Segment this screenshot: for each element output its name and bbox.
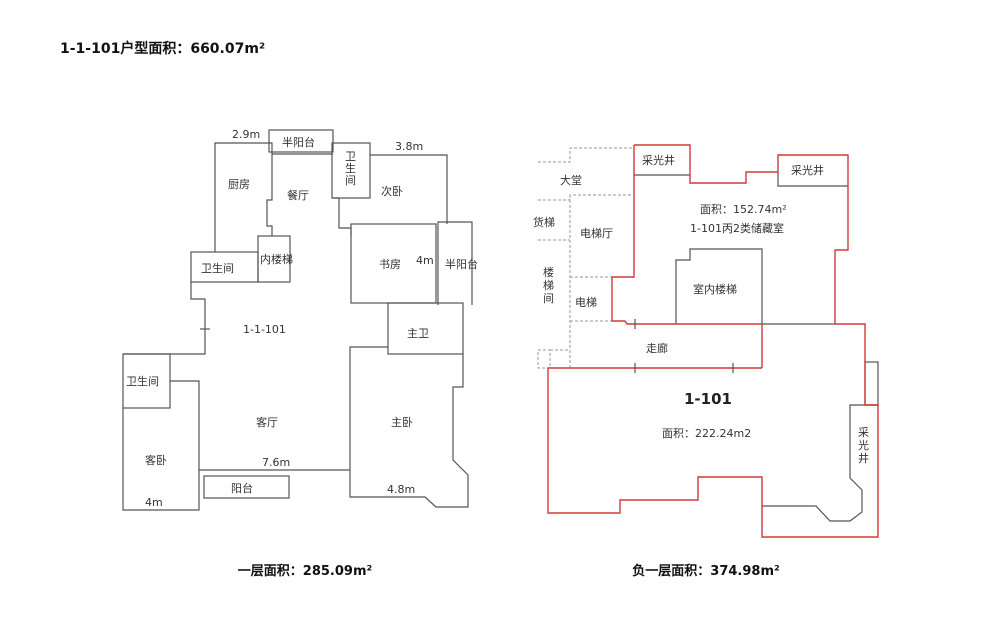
room-label-indoor-stairs: 室内楼梯 [693,282,737,296]
dimension-label: 2.9m [232,128,260,141]
unit-label: 1-1-101 [243,323,286,336]
room-label-freight-elevator: 货梯 [533,215,555,229]
room-label-study: 书房 [379,258,401,271]
room-label-half-balcony-right: 半阳台 [445,257,478,271]
room-label-inner-stairs: 内楼梯 [260,252,293,266]
room-label-bath-left: 卫生间 [201,261,234,275]
room-label-skylight: 采光井 [642,153,675,167]
room-label-lobby: 大堂 [560,173,582,187]
balcony-room [203,475,290,499]
dimension-label: 4m [145,496,163,509]
room-label-half-balcony: 半阳台 [282,135,315,149]
storage-name-label: 1-101丙2类储藏室 [690,221,784,235]
room-label-kitchen: 厨房 [228,178,250,191]
dimension-label: 4.8m [387,483,415,496]
page-title: 1-1-101户型面积：660.07m² [60,40,265,57]
storage-outline [634,144,849,324]
basement-unit-label: 1-101 [684,390,732,408]
dimension-label: 7.6m [262,456,290,469]
half-balcony-top [268,129,334,153]
first-floor-area-caption: 一层面积：285.09m² [238,563,372,579]
inner-stairs-room [257,235,291,283]
basement-shared-dashed [537,147,634,369]
room-label-elevator-hall: 电梯厅 [580,227,613,240]
room-label-elevator: 电梯 [575,296,597,309]
basement-unit-area: 面积：222.24m2 [662,427,751,440]
room-label-skylight: 采光井 [791,163,824,177]
room-label-skylight: 光 [858,438,869,452]
room-label-second-bedroom: 次卧 [381,184,403,198]
room-label-dining: 餐厅 [287,188,309,202]
room-label-bath-guest: 卫生间 [126,374,159,388]
room-label-stairwell: 楼 [543,265,554,279]
room-label-balcony: 阳台 [231,481,253,495]
master-bath-room [387,302,464,355]
unit-outline [547,323,879,538]
dimension-label: 4m [416,254,434,267]
storage-area-label: 面积：152.74m² [700,203,787,216]
room-label-bath: 间 [345,174,356,187]
room-label-bath: 卫 [345,150,356,163]
room-label-corridor: 走廊 [646,341,668,355]
dimension-label: 3.8m [395,140,423,153]
room-label-master-bedroom: 主卧 [391,416,413,429]
room-label-bath: 生 [345,161,356,175]
room-label-stairwell: 梯 [543,279,554,292]
basement-area-caption: 负一层面积：374.98m² [632,563,779,579]
room-label-skylight: 采 [858,426,869,439]
room-label-stairwell: 间 [543,292,554,305]
first-floor-walls [122,129,473,511]
room-label-skylight: 井 [858,451,869,465]
basement-plan: 采光井 采光井 大堂 货梯 电梯厅 楼 梯 间 电梯 面积：152.74m² 1… [533,144,879,579]
bath-top-room [331,142,371,199]
room-label-guest-bedroom: 客卧 [145,453,167,467]
room-label-living: 客厅 [256,415,278,429]
room-label-master-bath: 主卫 [407,327,429,340]
first-floor-plan: 2.9m 半阳台 3.8m 厨房 餐厅 卫 生 间 次卧 卫生间 内楼梯 书房 … [122,128,478,579]
